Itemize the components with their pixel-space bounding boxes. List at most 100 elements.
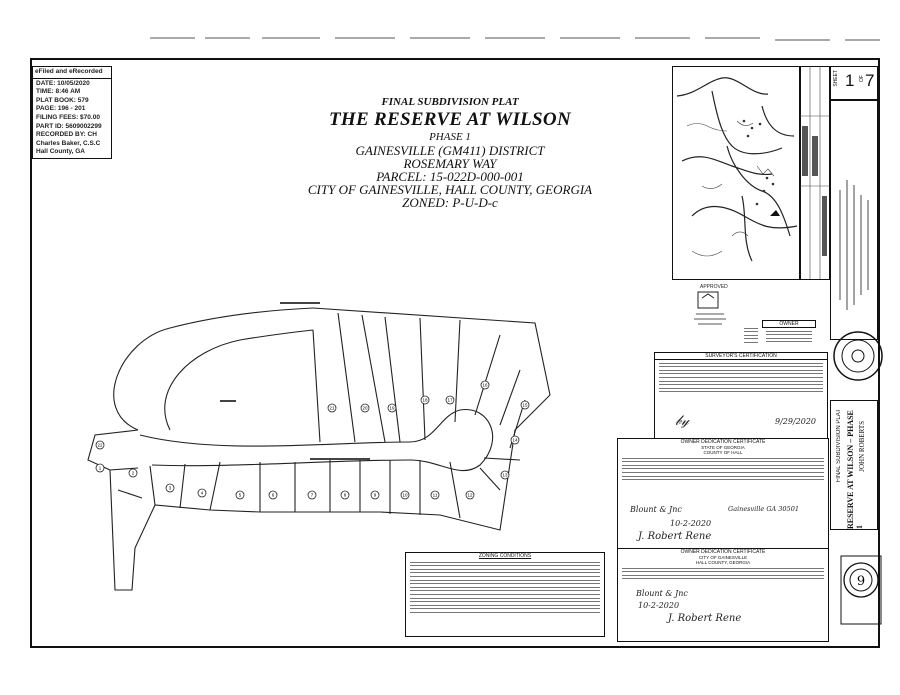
lot-number: 9 [374,493,377,498]
lot-number: 21 [329,406,335,411]
subdivision-name: THE RESERVE AT WILSON [329,109,571,130]
lot-number: 16 [482,383,488,388]
surveyor-date: 9/29/2020 [775,417,817,426]
surveyor-cert-title: SURVEYOR'S CERTIFICATION [655,353,827,360]
zoning-label: ZONED: P-U-D-c [402,195,498,210]
lot-marker [370,490,380,500]
lot-marker [500,470,510,480]
recording-county: Hall County, GA [36,148,85,156]
vicinity-map [672,66,800,280]
road-centerline [139,409,494,472]
recording-page: PAGE: 196 - 201 [36,105,86,113]
engineer-address [740,325,762,346]
approved-stamp-label: APPROVED [700,284,728,290]
lot-number: 22 [97,443,103,448]
recording-clerk: Charles Baker, C.S.C [36,139,101,147]
lot-number: 5 [239,493,242,498]
sheet-label: SHEET [833,70,839,87]
approved-stamp [694,291,726,325]
sheet-number: 1 [845,71,855,90]
owner-cert-2-signature-2: J. Robert Rene [668,613,742,624]
lot-number: 1 [99,466,102,471]
lot-number: 20 [362,406,368,411]
lot-number: 4 [201,491,204,496]
title-block-owner: JOHN ROBERTS [858,421,866,472]
lot-marker [95,463,105,473]
plat-sheet-border [30,58,880,648]
street-label: ROSEMARY WAY [403,156,497,171]
lot-marker [400,490,410,500]
lot-number: 10 [402,493,408,498]
recording-plat-book: PLAT BOOK: 579 [36,96,89,104]
lot-marker [420,395,430,405]
lot-marker [480,380,490,390]
lot-number: 6 [272,493,275,498]
owner-cert-2-title: OWNER DEDICATION CERTIFICATE [680,549,766,555]
title-block: FINAL SUBDIVISION PLAT RESERVE AT WILSON… [830,400,878,530]
lot-marker [430,490,440,500]
lot-marker [197,488,207,498]
lot-marker [360,403,370,413]
lot-marker [327,403,337,413]
lot-marker [445,395,455,405]
lot-number: 13 [502,473,508,478]
recording-date: DATE: 10/05/2020 [36,79,90,87]
lot-marker [340,490,350,500]
owner-cert-1-state: STATE OF GEORGIA [701,445,745,450]
owner-cert-2-county: HALL COUNTY, GEORGIA [695,560,751,565]
lot-number: 15 [522,403,528,408]
owner-cert-1-title: OWNER DEDICATION CERTIFICATE [680,439,766,445]
property-boundary [87,307,551,591]
lot-number: 8 [344,493,347,498]
owner-cert-1-place: Gainesville GA 30501 [728,505,799,513]
lot-marker [95,440,105,450]
lot-marker [510,435,520,445]
owner-dedication-certificate-1: OWNER DEDICATION CERTIFICATE STATE OF GE… [617,438,829,550]
lot-number: 11 [433,493,438,498]
lot-marker [387,403,397,413]
engineer-info-block [830,100,878,340]
lot-marker [268,490,278,500]
plat-type-label: FINAL SUBDIVISION PLAT [381,96,519,108]
header-dashes [150,37,880,41]
phase-label: PHASE 1 [429,131,471,143]
lot-lines-upper [312,312,526,449]
recording-header: eFiled and eRecorded [32,66,112,78]
road-edge-outer [113,307,314,431]
lot-lines-west [109,467,143,499]
sheet-total: 7 [865,71,875,90]
zoning-conditions-title: ZONING CONDITIONS [478,553,532,559]
jurisdiction-label: CITY OF GAINESVILLE, HALL COUNTY, GEORGI… [307,182,593,197]
lot-lines-lower [149,457,521,519]
lot-number: 3 [169,486,172,491]
parcel-label: PARCEL: 15-022D-000-001 [376,169,524,184]
sheet-number-block: SHEET 1 OF 7 [830,66,878,100]
road-edge-north [164,329,314,431]
surveyor-signature: 𝒷𝓎 [675,413,690,429]
lot-number: 18 [422,398,428,403]
revision-table [800,66,830,280]
lot-number: 7 [311,493,314,498]
zoning-conditions: ZONING CONDITIONS [405,552,605,637]
lot-number: 14 [512,438,518,443]
recording-fees: FILING FEES: $70.00 [36,113,100,121]
owner-cert-1-signature: Blount & Jnc [630,505,682,514]
recording-part-id: PART ID: 5609002299 [36,122,102,130]
owner-cert-1-signature-2: J. Robert Rene [638,531,712,542]
owner-cert-1-date: 10-2-2020 [670,519,712,528]
owner-cert-1-county: COUNTY OF HALL [703,450,743,455]
lot-marker [235,490,245,500]
district-label: GAINESVILLE (GM411) DISTRICT [355,143,545,158]
lot-number: 19 [389,406,395,411]
site-marker-icon [770,210,780,216]
lot-marker [165,483,175,493]
lot-number: 17 [447,398,453,403]
owner-box: OWNER [762,320,816,360]
recording-recorded-by: RECORDED BY: CH [36,131,97,139]
owner-cert-2-date: 10-2-2020 [638,601,680,610]
surveyor-certification: SURVEYOR'S CERTIFICATION 𝒷𝓎 9/29/2020 [654,352,828,444]
owner-cert-2-signature: Blount & Jnc [636,589,688,598]
lot-number: 2 [132,471,135,476]
lot-marker [128,468,138,478]
